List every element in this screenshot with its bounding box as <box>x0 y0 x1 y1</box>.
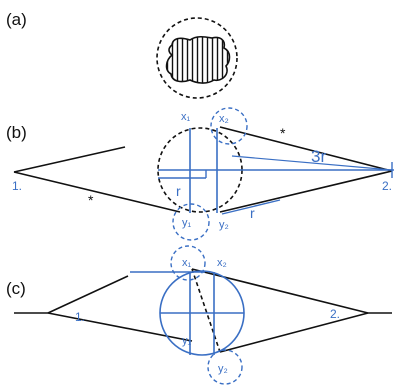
dashed-diagonal <box>191 268 221 353</box>
panel-a: (a) <box>6 10 238 99</box>
star-upper: * <box>280 125 286 141</box>
dashed-circle-x2 <box>210 107 248 145</box>
y2-label: y₂ <box>218 363 228 375</box>
left-upper-line <box>13 146 126 173</box>
y1-label: y₁ <box>182 335 192 347</box>
point-1-label: 1. <box>12 179 22 193</box>
hatched-blob <box>165 35 231 84</box>
left-lower-line <box>47 312 193 342</box>
dashed-circle-x1 <box>170 245 206 281</box>
r-label: r <box>176 183 181 199</box>
panel-c-label: (c) <box>6 279 26 298</box>
left-upper-line <box>47 275 129 314</box>
three-r-line <box>231 155 393 171</box>
right-lower-line <box>219 170 393 213</box>
r-lower-label: r <box>250 205 255 221</box>
x1-label: x₁ <box>181 111 191 123</box>
point-2-label: 2. <box>330 307 340 321</box>
right-lower-line <box>219 312 369 353</box>
panel-b: (b) 1. 2. x₁ x₂ y₁ y₂ r r 3r * * <box>6 107 394 241</box>
right-upper-line <box>219 126 393 172</box>
dashed-circle <box>156 17 238 99</box>
point-2-label: 2. <box>382 179 392 193</box>
star-lower: * <box>88 192 94 208</box>
x2-label: x₂ <box>219 113 229 125</box>
x2-label: x₂ <box>217 257 227 269</box>
point-1-label: 1. <box>75 310 85 324</box>
dashed-circle-y2 <box>207 349 243 385</box>
x1-label: x₁ <box>182 257 192 269</box>
right-upper-line <box>191 268 369 314</box>
panel-a-label: (a) <box>6 10 27 29</box>
left-lower-line <box>13 171 181 213</box>
dashed-circle-y1 <box>172 203 210 241</box>
three-r-label: 3r <box>311 147 326 166</box>
y2-label: y₂ <box>219 219 229 231</box>
r-lower-line <box>221 199 281 215</box>
panel-b-label: (b) <box>6 123 27 142</box>
y1-label: y₁ <box>182 217 192 229</box>
panel-c: (c) 1. 2. x₁ x₂ y₁ y₂ <box>6 245 392 385</box>
